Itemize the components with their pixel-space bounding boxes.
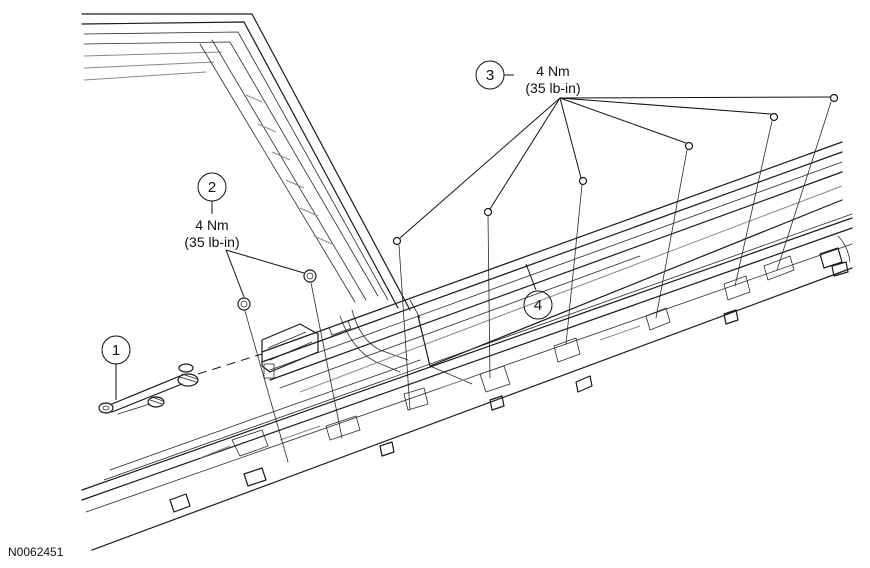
callout-4: 4 (523, 290, 553, 320)
callout-leaders (115, 74, 831, 400)
bolt-icon (655, 141, 694, 319)
cable-link-assembly-item-1 (98, 353, 263, 415)
callout-1: 1 (101, 335, 131, 365)
bolt-icon (734, 112, 779, 287)
callout-circle (523, 290, 553, 320)
nut-icon (237, 297, 289, 463)
callout-number: 2 (208, 179, 216, 196)
guide-rail-assembly (261, 141, 843, 393)
bolt-icon (776, 93, 839, 271)
roof-side-flange (81, 213, 853, 551)
callout-2: 2 4 Nm (35 lb-in) (184, 172, 240, 250)
bolt-group-item-3 (392, 93, 839, 411)
callout-number: 4 (534, 297, 542, 314)
callout-circle (475, 60, 505, 90)
callout-circle (101, 335, 131, 365)
bolt-icon (565, 176, 588, 345)
callout-circle (197, 172, 227, 202)
torque-spec-metric: 4 Nm (195, 217, 228, 233)
nut-group-item-2 (237, 269, 343, 463)
callout-3: 3 4 Nm (35 lb-in) (475, 60, 581, 96)
nut-icon (303, 269, 343, 439)
torque-spec-imperial: (35 lb-in) (525, 80, 580, 96)
torque-spec-metric: 4 Nm (536, 63, 569, 79)
torque-spec-imperial: (35 lb-in) (184, 234, 239, 250)
bolt-icon (392, 236, 411, 411)
callout-number: 3 (486, 67, 494, 84)
bolt-icon (483, 207, 493, 379)
sunroof-frame-opening (81, 13, 411, 373)
callout-number: 1 (112, 342, 120, 359)
figure-code: N0062451 (8, 545, 64, 559)
